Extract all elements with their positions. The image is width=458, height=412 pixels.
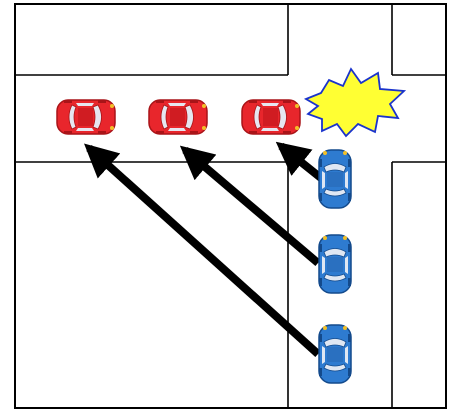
red-cars	[56, 99, 301, 135]
red-car-icon	[56, 99, 116, 135]
blue-cars	[318, 149, 352, 384]
arrows	[84, 141, 324, 357]
outer-border	[14, 3, 447, 409]
blue-car-icon	[318, 234, 352, 294]
blue-car-icon	[318, 324, 352, 384]
red-car-icon	[148, 99, 208, 135]
collision-burst-icon	[303, 67, 407, 138]
road-lines	[15, 4, 446, 408]
blue-car-icon	[318, 149, 352, 209]
arrow-1	[275, 141, 324, 182]
arrow-3	[84, 143, 321, 357]
red-car-icon	[241, 99, 301, 135]
arrow-2	[179, 145, 321, 267]
